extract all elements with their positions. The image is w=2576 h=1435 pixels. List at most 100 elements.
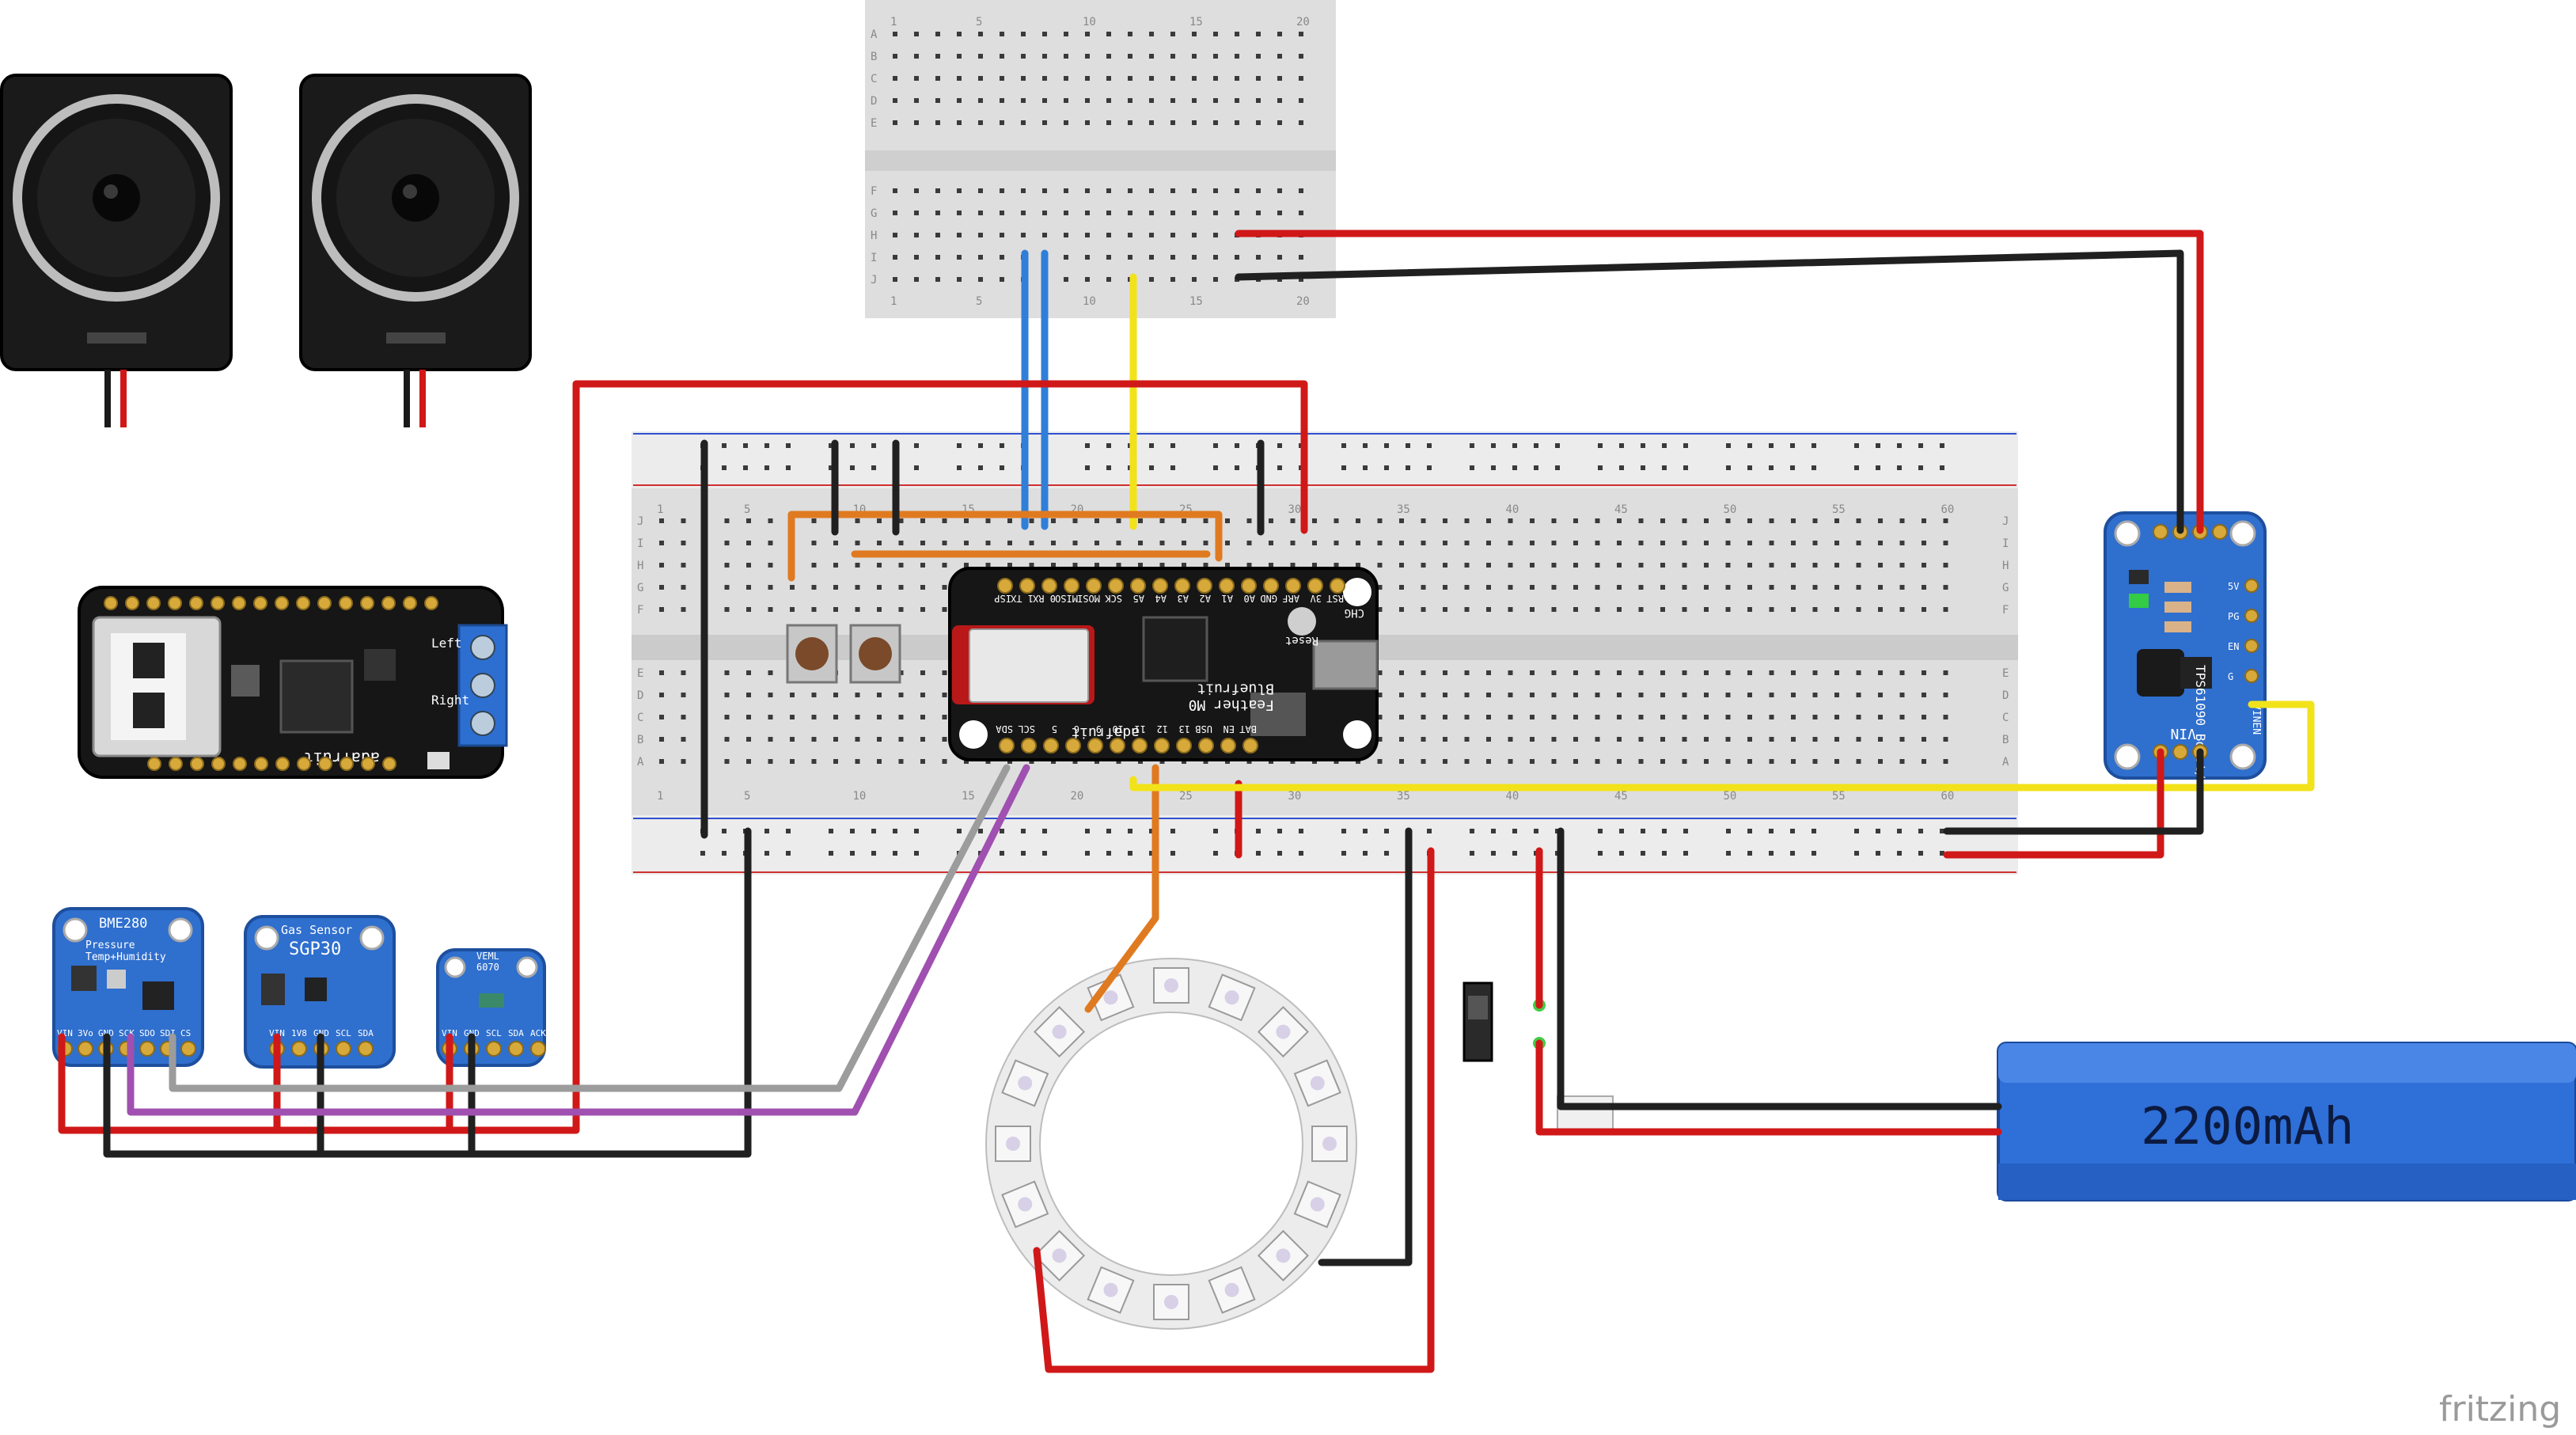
sgp30-title: Gas Sensor [281,923,352,937]
breadboard-hole [1170,32,1175,36]
breadboard-hole [1213,98,1218,103]
breadboard-hole [1256,54,1261,59]
breadboard-rail-hole [1470,851,1474,856]
breadboard-hole [1530,693,1535,697]
feather-bottom-pin-label: 11 [1135,723,1146,735]
breadboard-hole [833,715,838,719]
amp-pin [361,757,375,771]
breadboard-hole [914,277,919,282]
breadboard-rail-hole [1213,851,1218,856]
breadboard-hole [1725,607,1731,612]
breadboard-hole [1747,737,1752,742]
breadboard-hole [1899,737,1905,742]
breadboard-hole [1269,518,1273,523]
breadboard-hole [659,563,664,568]
breadboard-row-label: A [2002,756,2009,769]
breadboard-hole [1149,211,1154,215]
breadboard-hole [1269,563,1273,568]
breadboard-hole [1508,585,1513,590]
breadboard-hole [1791,585,1796,590]
breadboard-hole [768,563,773,568]
breadboard-hole [1943,541,1948,545]
feather-top-pin [1285,578,1301,594]
breadboard-hole [1573,670,1578,675]
amp-pin [146,596,161,610]
breadboard-hole [1508,518,1513,523]
breadboard-hole [681,759,686,764]
breadboard-rail-hole [1170,443,1175,448]
breadboard-hole [1029,541,1034,545]
breadboard-rail-hole [1170,465,1175,470]
breadboard-hole [1377,518,1383,523]
breadboard-hole [1064,120,1068,125]
breadboard-hole [1769,607,1774,612]
breadboard-hole [935,120,940,125]
breadboard-hole [914,54,919,59]
feather-bottom-pin-label: USB [1195,723,1212,735]
breadboard-hole [1812,759,1818,764]
amp-label-left: Left [431,636,462,651]
breadboard-hole [1299,120,1303,125]
breadboard-hole [1192,188,1197,193]
breadboard-hole [1638,759,1644,764]
breadboard-hole [1530,541,1535,545]
breadboard-hole [1943,607,1948,612]
breadboard-hole [1170,255,1175,260]
breadboard-rail-hole [1341,443,1346,448]
breadboard-col-label: 50 [1724,790,1737,803]
push-button-1[interactable] [786,624,838,684]
breadboard-hole [1085,120,1090,125]
breadboard-rail-hole [1106,465,1111,470]
breadboard-rail-hole [1384,829,1389,833]
breadboard-row-label: J [637,515,643,528]
amp-pin [233,757,247,771]
breadboard-row-label: B [637,734,643,746]
breadboard-hole [1922,693,1926,697]
breadboard-hole [920,715,925,719]
breadboard-rail-hole [1341,851,1346,856]
breadboard-col-label: 10 [853,790,867,803]
breadboard-rail-hole [914,829,919,833]
breadboard-hole [724,518,730,523]
breadboard-hole [855,737,860,742]
breadboard-hole [1128,188,1132,193]
breadboard-rail-hole [1619,851,1624,856]
slide-switch[interactable] [1463,981,1546,1062]
breadboard-hole [659,518,664,523]
breadboard-rail-hole [1812,829,1816,833]
breadboard-hole [898,759,904,764]
amp-pin [340,757,354,771]
breadboard-hole [898,563,904,568]
breadboard-hole [1000,120,1004,125]
breadboard-hole [1277,98,1282,103]
breadboard-hole [1042,120,1047,125]
breadboard-row-label: B [2002,734,2009,746]
breadboard-hole [1660,541,1665,545]
feather-bottom-pin [1043,738,1059,754]
breadboard-hole [1486,563,1491,568]
breadboard-rail-hole [1512,465,1517,470]
breadboard-hole [1085,98,1090,103]
breadboard-hole [1943,737,1948,742]
breadboard-rail-hole [1598,465,1603,470]
breadboard-hole [1682,759,1687,764]
breadboard-hole [1007,563,1012,568]
breadboard-hole [1095,563,1099,568]
breadboard-hole [1899,693,1905,697]
feather-top-pin [1263,578,1279,594]
breadboard-hole [1682,585,1687,590]
feather-name: Feather M0Bluefruit [1189,680,1274,713]
breadboard-hole [1007,541,1012,545]
breadboard-hole [659,541,664,545]
breadboard-hole [893,233,897,237]
neopixel-led-die [1018,1197,1033,1212]
breadboard-hole [1421,585,1426,590]
breadboard-hole [1377,563,1383,568]
push-button-2[interactable] [849,624,901,684]
feather-top-pin [1041,578,1057,594]
breadboard-hole [1617,737,1622,742]
sgp30-pin-label: SCL [336,1028,351,1038]
breadboard-hole [1213,255,1218,260]
breadboard-hole [1682,541,1687,545]
